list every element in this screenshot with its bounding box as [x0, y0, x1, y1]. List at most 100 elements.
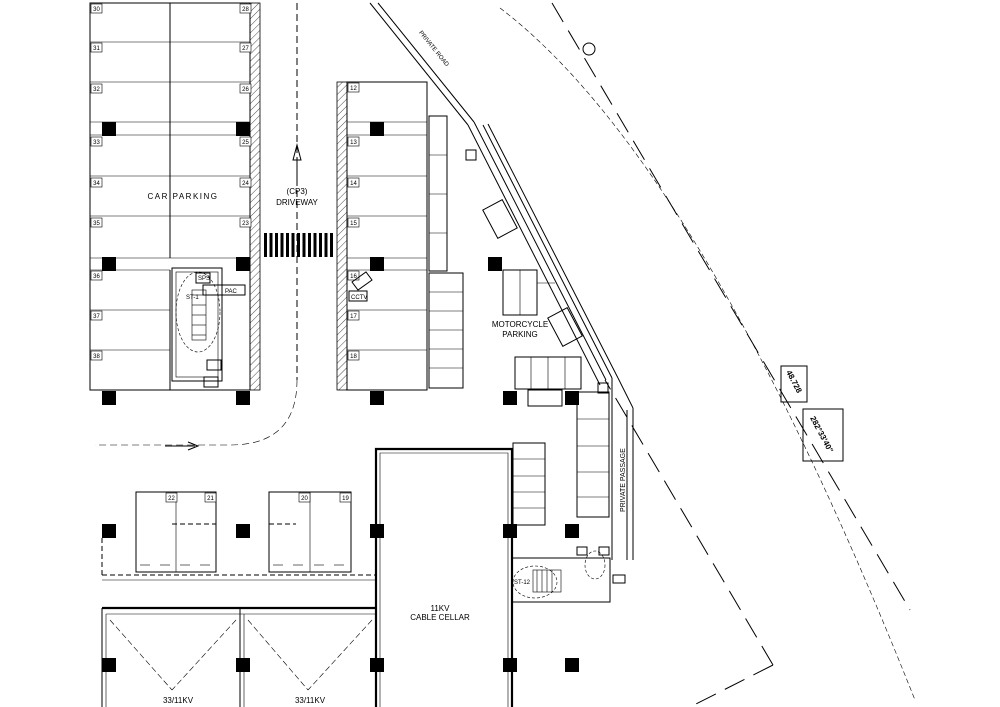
- stall-number-box: [347, 82, 360, 93]
- private-road-label: PRIVATE ROAD: [417, 30, 450, 68]
- motorcycle-label-1: MOTORCYCLE: [492, 320, 548, 329]
- stall-number-box: [90, 270, 103, 281]
- car-parking-label: CAR PARKING: [147, 192, 218, 201]
- stall-number-box: [347, 217, 360, 228]
- stall-number: 33: [93, 140, 100, 146]
- stall-number: 27: [242, 46, 249, 52]
- transformer-bays: 33/11KV 33/11KV: [101, 606, 376, 707]
- stall-number-box: [165, 492, 178, 503]
- pedestrian-crossing: [264, 233, 333, 257]
- stall-number: 16: [350, 274, 357, 280]
- zebra-stripe: [280, 233, 284, 257]
- stair-core-right: ST-12: [511, 524, 626, 603]
- stall-number-box: [90, 177, 103, 188]
- private-passage-label: PRIVATE PASSAGE: [620, 448, 627, 512]
- stall-number: 18: [350, 354, 357, 360]
- zebra-stripe: [275, 233, 278, 257]
- left-parking-block: 28 27 26 25 24 23 30 31 32 33 34 35 36 37 38: [89, 2, 261, 405]
- stall-number: 20: [301, 496, 308, 502]
- stall-number-box: [204, 492, 217, 503]
- stall-number: 13: [350, 140, 357, 146]
- stall-number-box: [298, 492, 311, 503]
- survey-point-icon: [582, 42, 596, 56]
- stall-number-box: [90, 83, 103, 94]
- sps-label: SPS: [198, 276, 210, 282]
- center-parking-block: 12 13 14 15 16 17 18 CCTV: [336, 81, 464, 405]
- stall-number: 14: [350, 181, 357, 187]
- motorcycle-label-2: PARKING: [502, 330, 537, 339]
- stall-number-box: [239, 42, 252, 53]
- cctv-label: CCTV: [351, 295, 367, 301]
- stall-number: 26: [242, 87, 249, 93]
- dimension-bearing: 282°33'40": [808, 415, 835, 455]
- driveway: (CP3) DRIVEWAY: [95, 3, 333, 451]
- stall-number: 31: [93, 46, 100, 52]
- stall-number: 28: [242, 7, 249, 13]
- cctv-camera-icon: [351, 271, 373, 291]
- stall-number: 32: [93, 87, 100, 93]
- stall-number: 24: [242, 181, 249, 187]
- stall-number-box: [347, 136, 360, 147]
- cable-cellar-label-2: CABLE CELLAR: [410, 613, 470, 622]
- stall-number: 17: [350, 314, 357, 320]
- driveway-label: DRIVEWAY: [276, 198, 318, 207]
- bottom-parking: 22 21 20 19: [101, 491, 376, 581]
- stall-number: 25: [242, 140, 249, 146]
- cable-cellar: 11KV CABLE CELLAR: [370, 447, 579, 707]
- stall-number: 30: [93, 7, 100, 13]
- stall-number: 15: [350, 221, 357, 227]
- stall-number: 12: [350, 86, 357, 92]
- zebra-stripe: [319, 233, 322, 257]
- cp3-label: (CP3): [287, 187, 308, 196]
- pac-label: PAC: [225, 289, 238, 295]
- stall-number: 37: [93, 314, 100, 320]
- stall-number-box: [239, 177, 252, 188]
- stall-number-box: [90, 310, 103, 321]
- stall-number-box: [339, 492, 352, 503]
- stall-number-box: [90, 136, 103, 147]
- stall-number-box: [347, 270, 360, 281]
- zebra-stripe: [264, 233, 267, 257]
- zebra-stripe: [308, 233, 311, 257]
- hatched-wall-center: [336, 81, 348, 391]
- zebra-stripe: [324, 233, 328, 257]
- zebra-stripe: [286, 233, 289, 257]
- stall-number-box: [239, 3, 252, 14]
- cable-cellar-label-1: 11KV: [431, 604, 451, 613]
- private-road: PRIVATE ROAD: [369, 2, 634, 560]
- stall-number-box: [90, 217, 103, 228]
- stall-number: 22: [168, 496, 175, 502]
- stall-number: 34: [93, 181, 100, 187]
- stall-number-box: [239, 136, 252, 147]
- stall-number-box: [90, 42, 103, 53]
- stall-number: 23: [242, 221, 249, 227]
- stall-number: 19: [342, 496, 349, 502]
- stall-number-box: [239, 217, 252, 228]
- zebra-stripe: [313, 233, 317, 257]
- stair-core-left: SPS PAC ST-1: [171, 267, 246, 388]
- stall-number: 38: [93, 354, 100, 360]
- stall-number-box: [239, 83, 252, 94]
- site-boundary: 48.728 282°33'40": [499, 2, 916, 707]
- stair-label-right: ST-12: [514, 580, 531, 586]
- stall-number: 36: [93, 274, 100, 280]
- dimension-length: 48.728: [784, 369, 804, 395]
- stall-number-box: [347, 310, 360, 321]
- transformer-label-left: 33/11KV: [163, 696, 194, 705]
- motorcycle-parking: MOTORCYCLE PARKING: [488, 257, 610, 526]
- zebra-stripe: [291, 233, 295, 257]
- zebra-stripe: [269, 233, 273, 257]
- stall-number-box: [347, 177, 360, 188]
- zebra-stripe: [302, 233, 306, 257]
- flow-arrow-icon: [165, 441, 200, 451]
- stall-number-box: [90, 350, 103, 361]
- stall-number: 21: [207, 496, 214, 502]
- stall-number: 35: [93, 221, 100, 227]
- hatched-wall-left: [249, 2, 261, 391]
- stall-number-box: [347, 350, 360, 361]
- stair-label-left: ST-1: [186, 295, 199, 301]
- zebra-stripe: [330, 233, 333, 257]
- stall-number-box: [90, 3, 103, 14]
- transformer-label-right: 33/11KV: [295, 696, 326, 705]
